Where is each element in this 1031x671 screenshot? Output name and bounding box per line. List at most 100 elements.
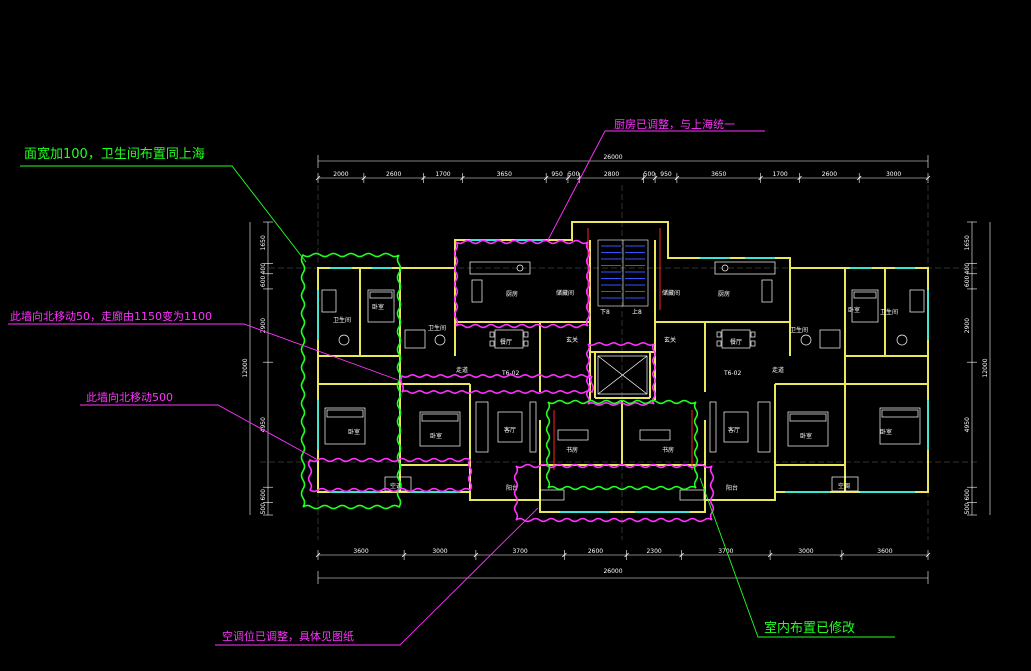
room-balcony-right: 阳台 (726, 484, 738, 492)
top-dimension-slash (641, 175, 646, 181)
unit-tag-left: T6-02 (501, 370, 519, 377)
bottom-dimension-label: 3000 (432, 548, 447, 555)
room-corridor-left: 走道 (456, 366, 468, 374)
room-kitchen-left: 厨房 (506, 290, 518, 298)
top-dimension-slash (925, 175, 931, 181)
room-study-left: 书房 (566, 446, 578, 454)
top-dimension-slash (543, 175, 549, 181)
cloud-magenta-core (585, 342, 657, 406)
stair-outline (597, 239, 649, 307)
top-dimension-label: 500 (644, 171, 656, 178)
room-entry-right: 玄关 (664, 336, 676, 344)
side-dimension-lines (249, 222, 991, 515)
top-dimension-slash (460, 175, 465, 181)
bottom-dimension-slash (925, 552, 931, 558)
leader-lines-green (20, 165, 895, 638)
top-dimension-slash (856, 175, 862, 181)
top-dimension-slash (674, 175, 680, 181)
top-dimension-label: 950 (660, 171, 672, 178)
bottom-dimension-label: 2600 (588, 548, 603, 555)
bottom-dimension-slash (315, 552, 321, 558)
bottom-dimension-chain (317, 554, 929, 584)
bottom-dimension-slash (562, 552, 567, 558)
annotation-wall-move-50: 此墙向北移动50，走廊由1150变为1100 (10, 309, 212, 323)
room-bath-mid-right: 卫生间 (790, 326, 808, 334)
room-ac-left: 空调 (390, 482, 402, 490)
room-study-right: 书房 (662, 446, 674, 454)
bottom-dimension-label: 3700 (718, 548, 733, 555)
annotation-kitchen-adjusted: 厨房已调整，与上海统一 (614, 117, 735, 131)
top-dimension-chain (317, 155, 929, 179)
annotation-ac-adjusted: 空调位已调整，具体见图纸 (222, 629, 354, 643)
core-label-right: 上8 (632, 308, 642, 316)
room-labels-right: 卧室 卫生间 卫生间 厨房 储藏间 餐厅 玄关 走道 T6-02 卧室 卧室 客… (600, 289, 898, 492)
room-bedroom-second-left: 卧室 (430, 432, 442, 440)
bottom-dimension-slash (624, 552, 629, 558)
overall-bottom-dimension: 26000 (603, 568, 622, 575)
top-dimension-slash (361, 175, 367, 181)
left-dimension-label: 400 (260, 263, 267, 275)
annotation-wall-move-500: 此墙向北移动500 (86, 390, 173, 404)
top-dimension-slash (758, 175, 763, 181)
room-dining-left: 餐厅 (500, 338, 512, 346)
left-dimension-label: 1650 (260, 235, 267, 250)
left-dimension-label: 600 (260, 489, 267, 501)
top-dimension-label: 1700 (435, 171, 450, 178)
room-bedroom-main-right: 卧室 (880, 428, 892, 436)
top-dimension-slash (797, 175, 802, 181)
bottom-dimension-slash (473, 552, 479, 558)
revision-clouds (300, 239, 715, 523)
bottom-dimension-label: 3700 (512, 548, 527, 555)
top-dimension-label: 500 (568, 171, 580, 178)
cloud-magenta-corridor (400, 374, 595, 394)
top-dimension-slash (315, 175, 321, 181)
room-dining-right: 餐厅 (730, 338, 742, 346)
bottom-dimension-label: 3600 (877, 548, 892, 555)
room-ac-right: 空调 (838, 482, 850, 490)
room-bedroom-top-left: 卧室 (372, 303, 384, 311)
room-living-left: 客厅 (504, 426, 516, 434)
top-dimension-label: 2800 (604, 171, 619, 178)
room-kitchen-right: 厨房 (718, 290, 730, 298)
room-storage-right: 储藏间 (662, 289, 680, 297)
room-labels-left: 卧室 卫生间 卫生间 厨房 储藏间 餐厅 玄关 走道 T6-02 卧室 卧室 客… (333, 289, 578, 492)
room-corridor-right: 走道 (772, 366, 784, 374)
annotation-width-bathroom: 面宽加100，卫生间布置同上海 (24, 146, 205, 162)
bottom-dimension-label: 3600 (353, 548, 368, 555)
room-bedroom-second-right: 卧室 (800, 432, 812, 440)
right-dimension-label: 600 (964, 275, 971, 287)
top-dimension-label: 1700 (772, 171, 787, 178)
top-dimension-slash (565, 175, 571, 181)
left-total-dimension: 12000 (242, 358, 249, 377)
right-dimension-label: 1650 (964, 235, 971, 250)
top-dimension-label: 950 (551, 171, 563, 178)
right-dimension-label: 400 (964, 263, 971, 275)
bottom-dimension-slash (401, 552, 407, 558)
cloud-magenta-ac-bottom (513, 463, 715, 523)
room-bedroom-main-left: 卧室 (348, 428, 360, 436)
room-bath-mid-left: 卫生间 (428, 324, 446, 332)
right-total-dimension: 12000 (982, 358, 989, 377)
bottom-dimension-slash (839, 552, 845, 558)
stair-treads (601, 245, 645, 299)
overall-top-dimension: 26000 (603, 154, 622, 161)
top-dimension-label: 2600 (386, 171, 401, 178)
bottom-dimension-label: 3000 (798, 548, 813, 555)
bottom-dimension-slash (767, 552, 773, 558)
bottom-dimension-slash (679, 552, 684, 558)
room-bath-top-left: 卫生间 (333, 316, 351, 324)
cloud-green-living (545, 399, 699, 491)
right-dimension-label: 4950 (964, 417, 971, 432)
room-storage-left: 储藏间 (556, 289, 574, 297)
right-dimension-label: 500 (964, 503, 971, 515)
windows (317, 239, 929, 513)
room-entry-left: 玄关 (566, 336, 578, 344)
top-dimension-label: 3650 (497, 171, 512, 178)
top-dimension-label: 2000 (333, 171, 348, 178)
room-bedroom-top-right: 卧室 (848, 306, 860, 314)
